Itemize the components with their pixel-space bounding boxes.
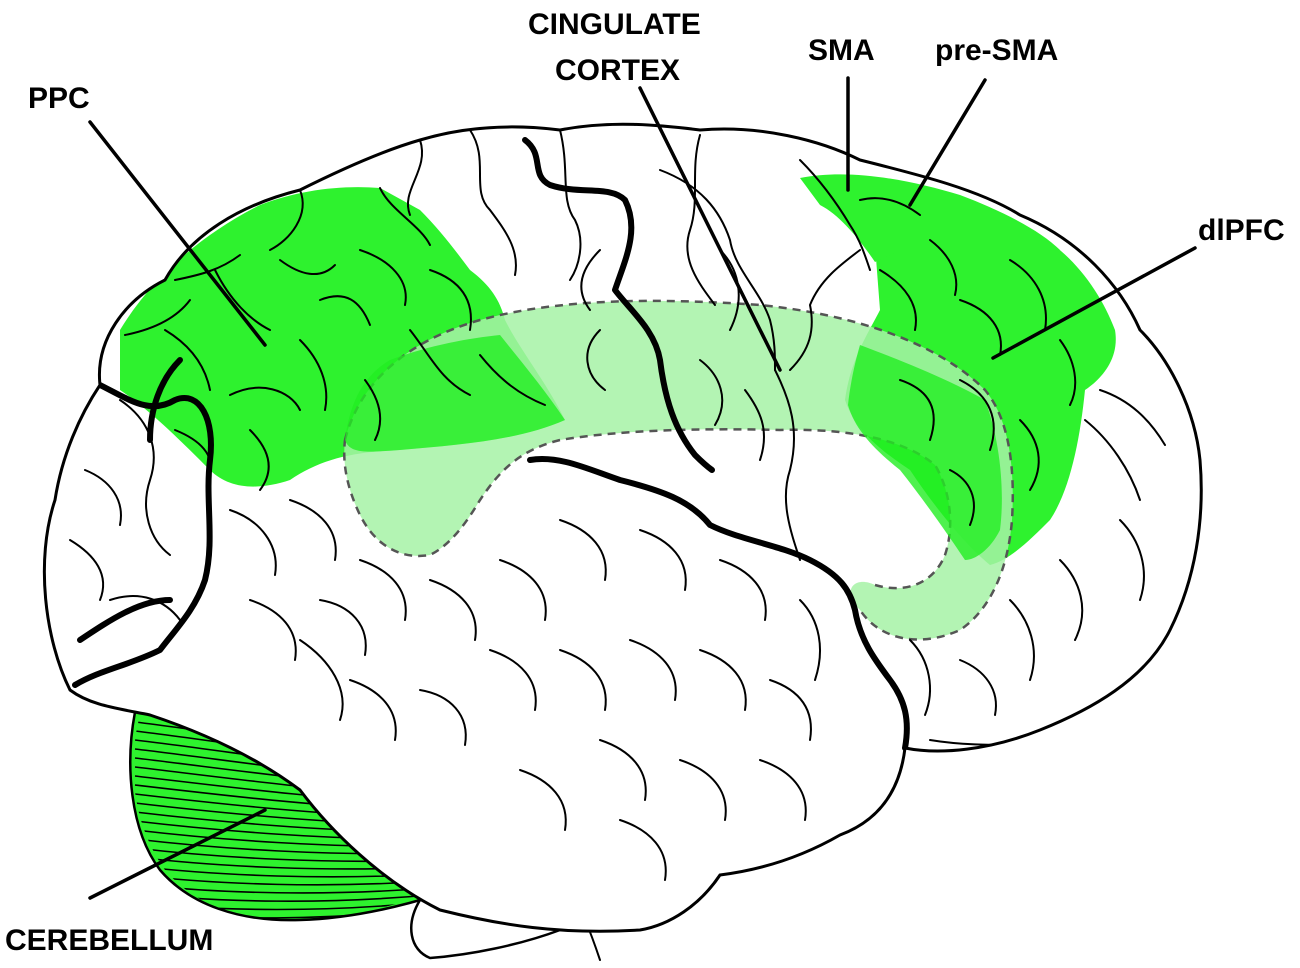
label-cingulate-line1: CINGULATE [528, 8, 701, 41]
label-ppc: PPC [28, 82, 90, 115]
label-pre-sma: pre-SMA [935, 34, 1058, 67]
label-sma: SMA [808, 34, 875, 67]
pre-sma-leader [908, 78, 987, 207]
cingulate-dashed-boundary [343, 299, 1015, 641]
label-cingulate-line2: CORTEX [555, 54, 680, 87]
label-cerebellum: CEREBELLUM [5, 924, 213, 957]
cerebellum-leader [88, 808, 267, 900]
labels: PPC CINGULATE CORTEX SMA pre-SMA dlPFC C… [5, 8, 1285, 957]
sma-region [800, 174, 1060, 262]
dlpfc-leader [991, 246, 1197, 360]
cingulate-leader [638, 86, 782, 372]
leader-lines [88, 76, 1197, 900]
cortex [42, 122, 1203, 933]
label-dlpfc: dlPFC [1198, 214, 1285, 247]
cortex-sulci [69, 129, 1166, 881]
ppc-leader [88, 120, 267, 347]
